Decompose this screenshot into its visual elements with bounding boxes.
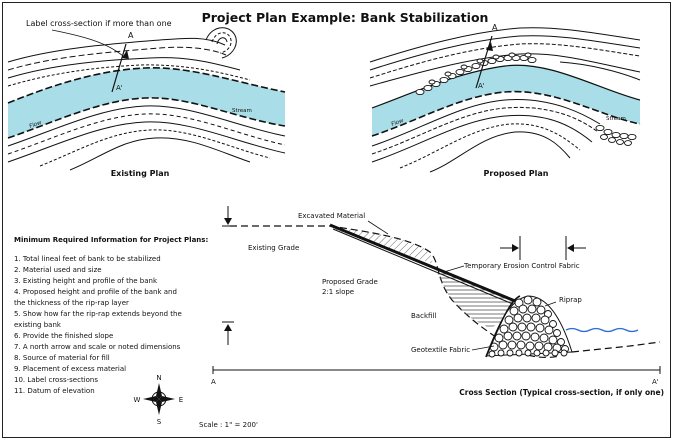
page-title: Project Plan Example: Bank Stabilization bbox=[202, 10, 489, 25]
requirements-list: Minimum Required Information for Project… bbox=[14, 236, 208, 395]
label-temporary-fabric: Temporary Erosion Control Fabric bbox=[463, 262, 580, 270]
requirement-item: 5. Show how far the rip-rap extends beyo… bbox=[14, 310, 182, 318]
figure-frame bbox=[2, 2, 671, 438]
riprap-stones-section bbox=[485, 295, 573, 358]
requirement-item: 9. Placement of excess material bbox=[14, 365, 126, 373]
proposed-plan-caption: Proposed Plan bbox=[484, 169, 549, 178]
cross-section: Excavated Material Existing Grade Tempor… bbox=[211, 206, 664, 397]
label-existing-grade: Existing Grade bbox=[248, 244, 299, 252]
label-slope: 2:1 slope bbox=[322, 288, 354, 296]
section-marker-a-prime: A' bbox=[652, 378, 659, 386]
requirement-item: 7. A north arrow and scale or noted dime… bbox=[14, 343, 181, 351]
cross-section-note: Label cross-section if more than one bbox=[26, 19, 172, 28]
label-geotextile: Geotextile Fabric bbox=[411, 346, 470, 354]
proposed-marker-a-prime: A' bbox=[478, 82, 485, 90]
existing-plan-caption: Existing Plan bbox=[111, 169, 170, 178]
cross-section-caption: Cross Section (Typical cross-section, if… bbox=[459, 388, 664, 397]
requirement-item: 1. Total lineal feet of bank to be stabi… bbox=[14, 255, 161, 263]
requirement-item: 6. Provide the finished slope bbox=[14, 332, 113, 340]
section-marker-a: A bbox=[211, 378, 216, 386]
existing-marker-a-prime: A' bbox=[116, 84, 123, 92]
requirement-item: the thickness of the rip-rap layer bbox=[14, 299, 129, 307]
compass-east: E bbox=[179, 396, 183, 404]
compass-south: S bbox=[157, 418, 162, 426]
requirements-heading: Minimum Required Information for Project… bbox=[14, 236, 208, 244]
scale-text: Scale : 1" = 200' bbox=[199, 421, 258, 429]
compass-west: W bbox=[134, 396, 141, 404]
water-line bbox=[565, 327, 639, 333]
requirement-item: existing bank bbox=[14, 321, 62, 329]
backfill-area bbox=[433, 266, 518, 328]
requirement-item: 4. Proposed height and profile of the ba… bbox=[14, 288, 177, 296]
compass-north: N bbox=[156, 374, 161, 382]
north-arrow-compass: N S W E bbox=[134, 374, 184, 426]
existing-plan: A A' Label cross-section if more than on… bbox=[7, 19, 286, 178]
requirement-item: 11. Datum of elevation bbox=[14, 387, 95, 395]
label-riprap: Riprap bbox=[559, 296, 582, 304]
proposed-plan: A A' Flow Stream Proposed Plan bbox=[369, 23, 641, 178]
label-proposed-grade: Proposed Grade bbox=[322, 278, 378, 286]
requirement-item: 2. Material used and size bbox=[14, 266, 102, 274]
stream-water bbox=[8, 67, 285, 138]
requirement-item: 8. Source of material for fill bbox=[14, 354, 110, 362]
existing-stream-label: Stream bbox=[232, 108, 252, 114]
requirement-item: 3. Existing height and profile of the ba… bbox=[14, 277, 158, 285]
label-backfill: Backfill bbox=[411, 312, 436, 320]
riprap-stones-plan bbox=[415, 52, 637, 146]
existing-marker-a: A bbox=[128, 31, 134, 40]
proposed-marker-a: A bbox=[492, 23, 498, 32]
requirement-item: 10. Label cross-sections bbox=[14, 376, 98, 384]
existing-flow-label: Flow bbox=[29, 120, 43, 130]
proposed-flow-label: Flow bbox=[391, 118, 405, 128]
proposed-stream-label: Stream bbox=[606, 116, 626, 122]
label-excavated-material: Excavated Material bbox=[298, 212, 365, 220]
